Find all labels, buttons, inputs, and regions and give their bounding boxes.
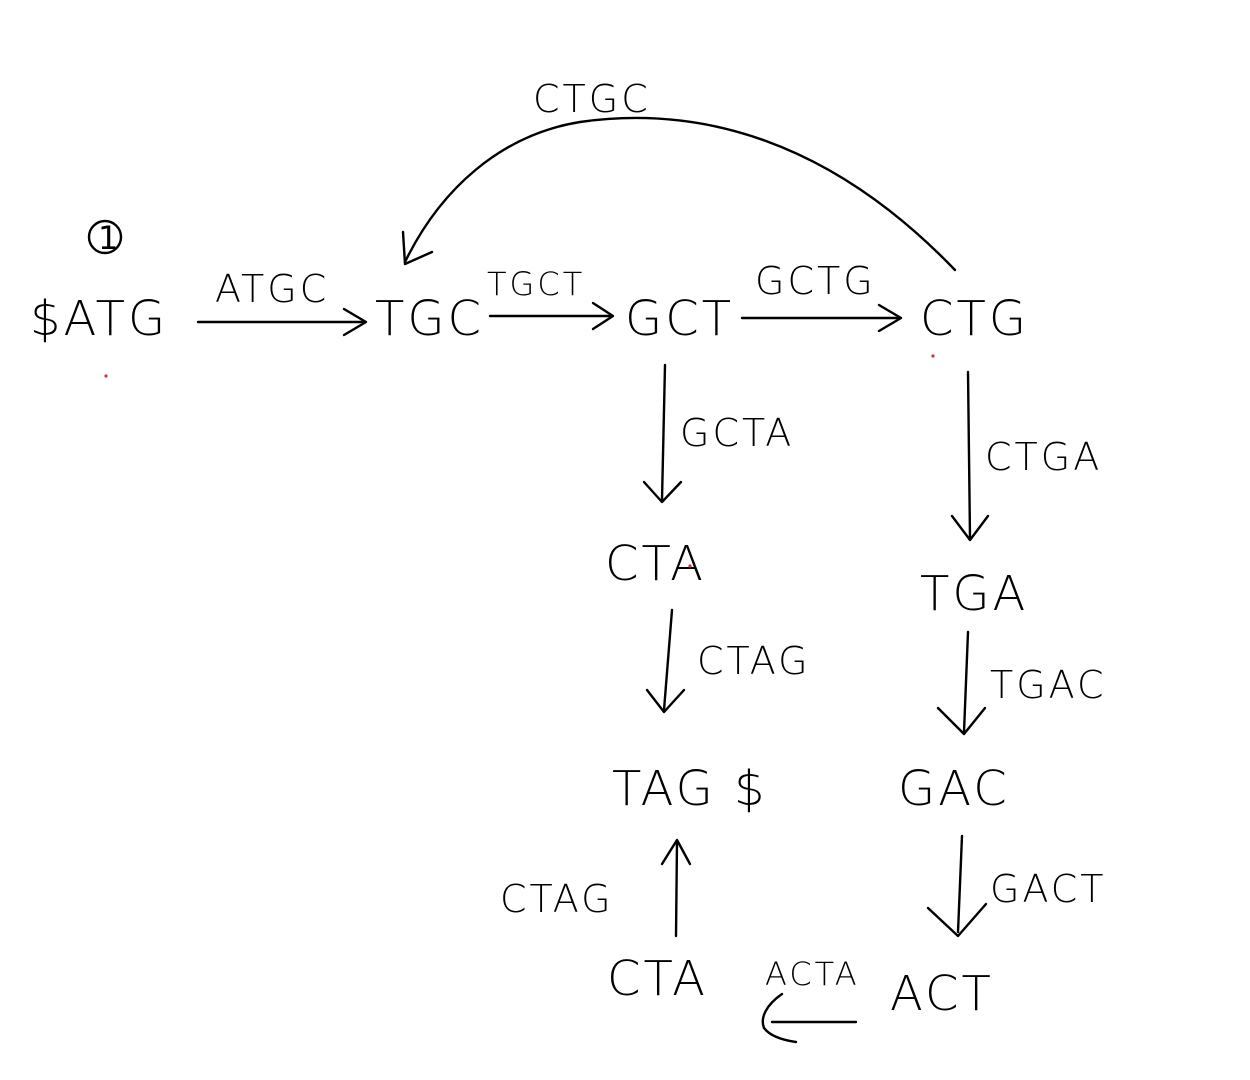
node-act: ACT <box>890 966 994 1022</box>
arrow-shaft <box>662 608 674 712</box>
node-cta: CTA <box>605 536 706 592</box>
arrow-shaft <box>962 630 970 734</box>
marker-circle <box>87 219 123 255</box>
arrow-act-to-cta <box>761 992 858 1044</box>
marker-number: 1 <box>98 219 121 257</box>
arrowhead <box>401 230 434 266</box>
arrowhead <box>761 992 798 1044</box>
arrowhead <box>936 706 987 736</box>
arrow-shaft <box>674 840 679 938</box>
node-gct: GCT <box>625 291 734 347</box>
arrowhead <box>642 480 683 504</box>
arrow-gct-to-cta <box>642 363 683 504</box>
node-gac: GAC <box>898 761 1010 817</box>
ink-speck <box>104 374 108 378</box>
edge-label-tgct: TGCT <box>487 265 585 303</box>
arrowhead <box>342 307 368 337</box>
edge-label-ctag: CTAG <box>697 639 811 683</box>
arrowhead <box>645 688 686 714</box>
arrow-gac-to-act <box>926 834 988 938</box>
node-ctg: CTG <box>920 291 1029 347</box>
arrowhead <box>591 301 615 331</box>
node-tag-end: TAG $ <box>612 761 768 817</box>
edge-label-tgac: TGAC <box>990 663 1107 707</box>
arrow-satg-to-tgc <box>196 307 368 337</box>
node-tga: TGA <box>920 566 1028 622</box>
arrowhead <box>950 514 990 542</box>
arrow-gct-to-ctg <box>740 303 903 333</box>
arrow-shaft <box>956 834 964 934</box>
edge-label-atgc: ATGC <box>215 267 329 311</box>
ink-speck <box>931 354 935 358</box>
arrow-shaft <box>660 363 667 502</box>
edge-label-ctga: CTGA <box>985 435 1102 479</box>
node-tgc: TGC <box>375 291 484 347</box>
arrow-ctg-to-tgc-curved <box>401 116 957 272</box>
arrow-shaft <box>403 116 957 272</box>
arrow-shaft <box>966 370 972 540</box>
ink-speck <box>688 564 692 568</box>
edge-label-gcta: GCTA <box>680 411 794 455</box>
start-marker: 1 <box>87 219 123 257</box>
arrow-tga-to-gac <box>936 630 987 736</box>
edge-label-ctgc: CTGC <box>533 77 651 121</box>
arrow-tgc-to-gct <box>488 301 615 331</box>
arrowhead <box>926 902 988 938</box>
edge-label-gact: GACT <box>990 867 1107 911</box>
edge-label-acta: ACTA <box>765 955 860 993</box>
node-satg: $ATG <box>30 291 168 347</box>
edge-label-ctag-up: CTAG <box>500 877 614 921</box>
arrowhead <box>877 303 903 333</box>
arrow-cta-to-tag <box>645 608 686 714</box>
arrowhead <box>660 838 692 866</box>
edge-label-gctg: GCTG <box>755 259 876 303</box>
node-cta-bottom: CTA <box>607 951 708 1007</box>
arrow-cta-to-tag-up <box>660 838 692 938</box>
arrow-ctg-to-tga <box>950 370 990 542</box>
